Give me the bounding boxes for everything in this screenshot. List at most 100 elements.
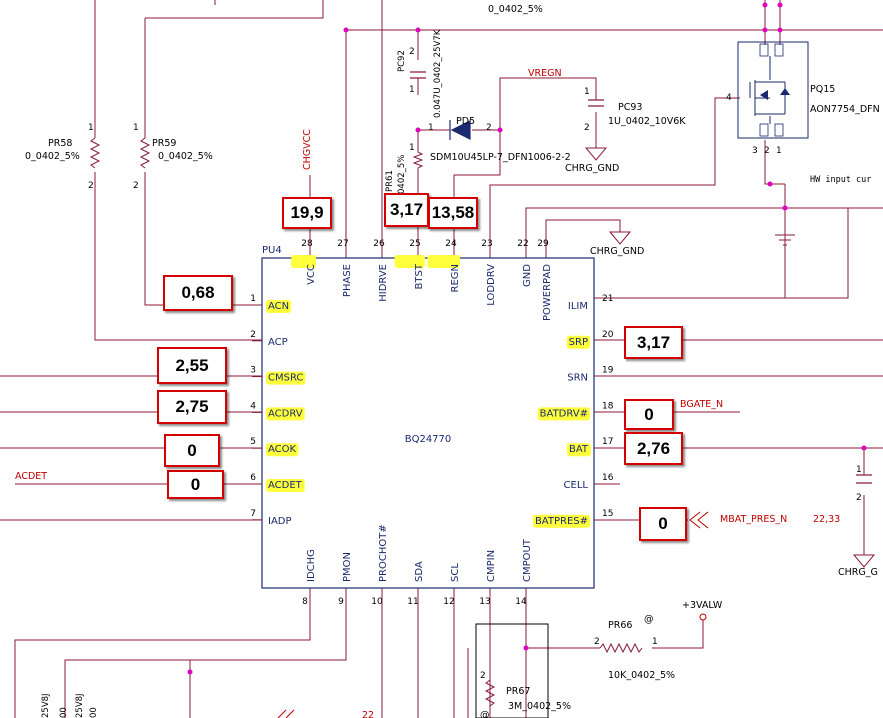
pin-number-powerpad: 29 bbox=[537, 239, 549, 249]
pin-number-batdrv: 18 bbox=[602, 401, 614, 411]
pin-number-bat: 17 bbox=[602, 437, 613, 447]
pin-label-bat: BAT bbox=[569, 444, 589, 455]
pin-label-acok-highlight bbox=[266, 443, 299, 457]
pin-label-acdet-highlight bbox=[266, 479, 305, 492]
offpage-connector-bottom-icon bbox=[277, 709, 295, 718]
pr66-resistor bbox=[599, 642, 643, 654]
pin-label-scl: SCL bbox=[450, 563, 461, 582]
svg-text:2: 2 bbox=[584, 123, 590, 133]
pr58-value: 0_0402_5% bbox=[25, 151, 80, 162]
measurement-acdrv: 2,75 bbox=[157, 390, 227, 424]
svg-text:2: 2 bbox=[133, 181, 139, 191]
pin-label-batpres-highlight bbox=[532, 514, 590, 528]
svg-text:1: 1 bbox=[856, 465, 862, 475]
pin-label-regn: REGN bbox=[450, 264, 461, 293]
pc93-value: 1U_0402_10V6K bbox=[608, 116, 686, 127]
hw-input-note: HW input cur bbox=[810, 175, 871, 185]
measurement-acn: 0,68 bbox=[163, 275, 233, 311]
svg-text:3: 3 bbox=[752, 146, 758, 156]
svg-text:1: 1 bbox=[428, 123, 434, 133]
pin-number-sda: 11 bbox=[407, 597, 418, 607]
pr66-value: 10K_0402_5% bbox=[608, 670, 675, 681]
pin-number-prochot: 10 bbox=[371, 597, 383, 607]
svg-text:1: 1 bbox=[409, 143, 415, 153]
pin-number-loddrv: 23 bbox=[481, 239, 492, 249]
pin-label-acp: ACP bbox=[268, 337, 288, 348]
pin-number-acdet: 6 bbox=[250, 473, 256, 483]
pr67-resistor bbox=[484, 679, 496, 707]
pr67-ref: PR67 bbox=[506, 686, 530, 697]
pr67-frame bbox=[475, 623, 549, 718]
pin-number-ilim: 21 bbox=[602, 294, 613, 304]
pin-label-cmsrc-highlight bbox=[266, 371, 306, 385]
pq15-mosfet bbox=[737, 41, 809, 139]
pin-label-acn: ACN bbox=[268, 301, 289, 312]
svg-text:2: 2 bbox=[594, 637, 600, 647]
svg-text:2: 2 bbox=[764, 146, 770, 156]
pin-label-powerpad: POWERPAD bbox=[542, 264, 553, 321]
bgate-n-net: BGATE_N bbox=[680, 399, 723, 410]
chgvcc-net: CHGVCC bbox=[302, 129, 313, 170]
pin-number-btst: 25 bbox=[409, 239, 420, 249]
valw-terminal-icon bbox=[699, 613, 707, 621]
pr66-at: @ bbox=[644, 614, 654, 625]
junction-dots bbox=[187, 2, 867, 675]
acdet-net: ACDET bbox=[15, 471, 47, 482]
pin-label-cell: CELL bbox=[564, 480, 589, 491]
measurement-bat: 2,76 bbox=[624, 432, 683, 465]
pin-number-pmon: 9 bbox=[338, 597, 344, 607]
pr58-ref: PR58 bbox=[48, 138, 72, 149]
pin-label-acdrv: ACDRV bbox=[268, 408, 303, 419]
pin-label-gnd: GND bbox=[522, 264, 533, 287]
resistor-symbols bbox=[89, 137, 643, 707]
left-cut-2: 25V8J bbox=[75, 693, 85, 718]
pin-number-batpres: 15 bbox=[602, 509, 613, 519]
pr59-value: 0_0402_5% bbox=[158, 151, 213, 162]
pin-label-regn-highlight bbox=[427, 255, 460, 268]
svg-text:4: 4 bbox=[726, 93, 732, 103]
pin-label-btst: BTST bbox=[414, 263, 425, 289]
chrg-gnd-1: CHRG_GND bbox=[565, 163, 619, 174]
ground-symbols bbox=[584, 147, 876, 568]
pin-number-acn: 1 bbox=[250, 294, 256, 304]
pin-label-bat-highlight bbox=[566, 443, 591, 457]
bottom-cut: 22 bbox=[362, 710, 374, 718]
pr61-value: 0402_5% bbox=[397, 155, 407, 194]
svg-text:1: 1 bbox=[88, 123, 94, 133]
pin-label-prochot: PROCHOT# bbox=[378, 524, 389, 582]
pin-number-acdrv: 4 bbox=[250, 401, 256, 411]
measurement-btst: 3,17 bbox=[384, 193, 429, 227]
pin-number-gnd: 22 bbox=[517, 239, 528, 249]
pin-label-vcc-highlight bbox=[291, 255, 317, 268]
pin-number-hidrve: 26 bbox=[373, 239, 385, 249]
pin-number-iadp: 7 bbox=[250, 509, 256, 519]
pin-label-acdet: ACDET bbox=[268, 480, 303, 491]
pin-number-idchg: 8 bbox=[302, 597, 308, 607]
pin-number-cmpin: 13 bbox=[479, 597, 490, 607]
pin-label-hidrve: HIDRVE bbox=[378, 264, 389, 302]
capacitor-symbols bbox=[410, 71, 872, 484]
valw-net: +3VALW bbox=[682, 600, 723, 611]
pin-label-btst-highlight bbox=[394, 255, 425, 268]
pr67-value: 3M_0402_5% bbox=[508, 701, 571, 712]
pr66-ref: PR66 bbox=[608, 620, 632, 631]
offpage-connector-icon bbox=[689, 511, 709, 529]
pin-label-idchg: IDCHG bbox=[306, 549, 317, 582]
pr58-resistor bbox=[89, 137, 101, 169]
pin-label-pmon: PMON bbox=[342, 552, 353, 582]
pin-label-srp: SRP bbox=[569, 337, 588, 348]
pin-label-vcc: VCC bbox=[306, 264, 317, 285]
pin-label-iadp: IADP bbox=[268, 516, 292, 527]
pin-label-sda: SDA bbox=[414, 561, 425, 582]
svg-text:2: 2 bbox=[486, 123, 492, 133]
mbat-pres-pages: 22,33 bbox=[813, 514, 840, 525]
pr59-ref: PR59 bbox=[152, 138, 176, 149]
svg-text:1: 1 bbox=[584, 87, 590, 97]
pin-label-batdrv: BATDRV# bbox=[540, 408, 588, 419]
svg-text:1: 1 bbox=[776, 146, 782, 156]
measurement-batdrv: 0 bbox=[624, 399, 674, 430]
mbat-pres-n-net: MBAT_PRES_N bbox=[720, 514, 787, 525]
measurement-batpres: 0 bbox=[639, 507, 687, 541]
